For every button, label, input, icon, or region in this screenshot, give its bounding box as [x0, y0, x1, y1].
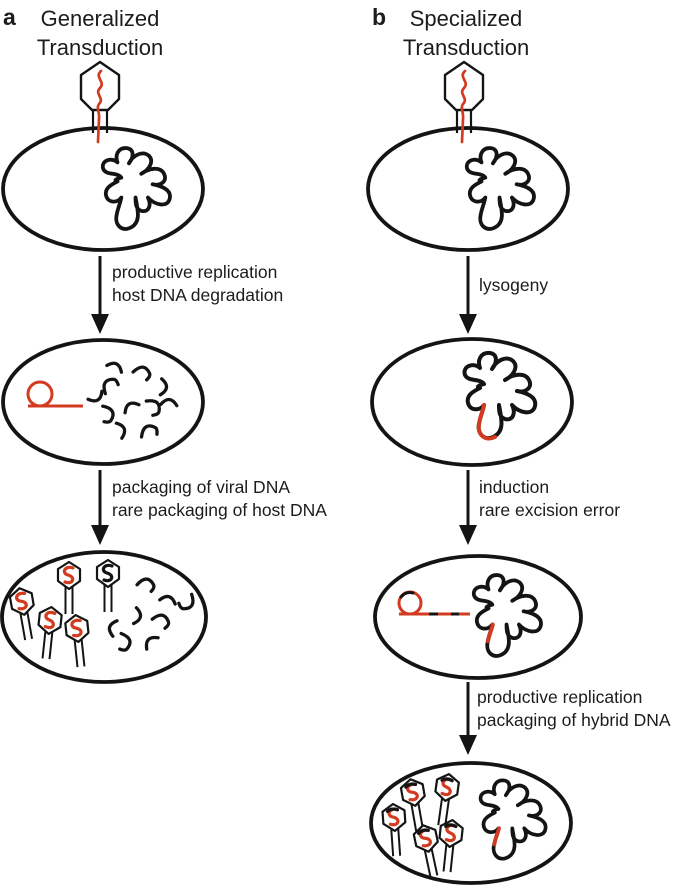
- prophage-segment-icon: [476, 403, 497, 441]
- panel-a-step1-label: productive replication host DNA degradat…: [112, 261, 283, 307]
- step-label-line: packaging of hybrid DNA: [477, 710, 671, 730]
- bacterial-cell-a3: [0, 550, 208, 684]
- step-label-line: lysogeny: [479, 275, 549, 295]
- panel-b-label: b: [372, 4, 387, 30]
- step-label-line: productive replication: [112, 262, 278, 282]
- bacterial-cell-b4: [369, 761, 573, 885]
- hybrid-phage-icon: [434, 817, 465, 875]
- bacterial-cell-b1: [366, 126, 570, 252]
- panel-b-title-line2: Transduction: [402, 35, 530, 60]
- panel-b-step3-label: productive replication packaging of hybr…: [477, 686, 671, 732]
- step-arrow-icon: [91, 256, 109, 334]
- step-label-line: induction: [479, 477, 550, 497]
- rolling-circle-dna-icon: [26, 380, 83, 408]
- step-label-line: productive replication: [477, 687, 643, 707]
- step-arrow-icon: [459, 682, 477, 755]
- step-arrow-icon: [91, 470, 109, 545]
- step-label-line: rare excision error: [479, 500, 621, 520]
- hybrid-phage-icon: [411, 821, 446, 880]
- panel-a-graphics: [0, 60, 208, 684]
- panel-a-title-line2: Transduction: [36, 35, 164, 60]
- panel-b-step2-label: induction rare excision error: [479, 476, 620, 522]
- step-arrow-icon: [459, 256, 477, 334]
- panel-a-title-line1: Generalized: [40, 6, 160, 31]
- step-label-line: rare packaging of host DNA: [112, 500, 327, 520]
- hybrid-phage-icon: [398, 776, 432, 834]
- bacterial-cell-a1: [1, 126, 205, 252]
- panel-a-label: a: [3, 4, 16, 30]
- bacterial-cell-b3: [373, 554, 583, 680]
- panel-b-title: Specialized Transduction: [392, 4, 540, 62]
- panel-a-title: Generalized Transduction: [26, 4, 174, 62]
- bacterial-cell-b2: [370, 337, 574, 467]
- hybrid-rolling-circle-dna-icon: [397, 590, 470, 616]
- panel-a-step2-label: packaging of viral DNA rare packaging of…: [112, 476, 327, 522]
- panel-b-title-line1: Specialized: [409, 6, 523, 31]
- step-arrow-icon: [459, 470, 477, 545]
- panel-b-graphics: [366, 60, 583, 885]
- panel-b-step1-label: lysogeny: [479, 274, 548, 297]
- hybrid-phage-icon: [429, 771, 461, 829]
- hybrid-phage-icon: [380, 802, 409, 858]
- prophage-segment-icon: [492, 826, 501, 847]
- bacterial-cell-a2: [1, 338, 205, 466]
- step-label-line: packaging of viral DNA: [112, 477, 290, 497]
- step-label-line: host DNA degradation: [112, 285, 284, 305]
- prophage-segment-icon: [486, 622, 495, 644]
